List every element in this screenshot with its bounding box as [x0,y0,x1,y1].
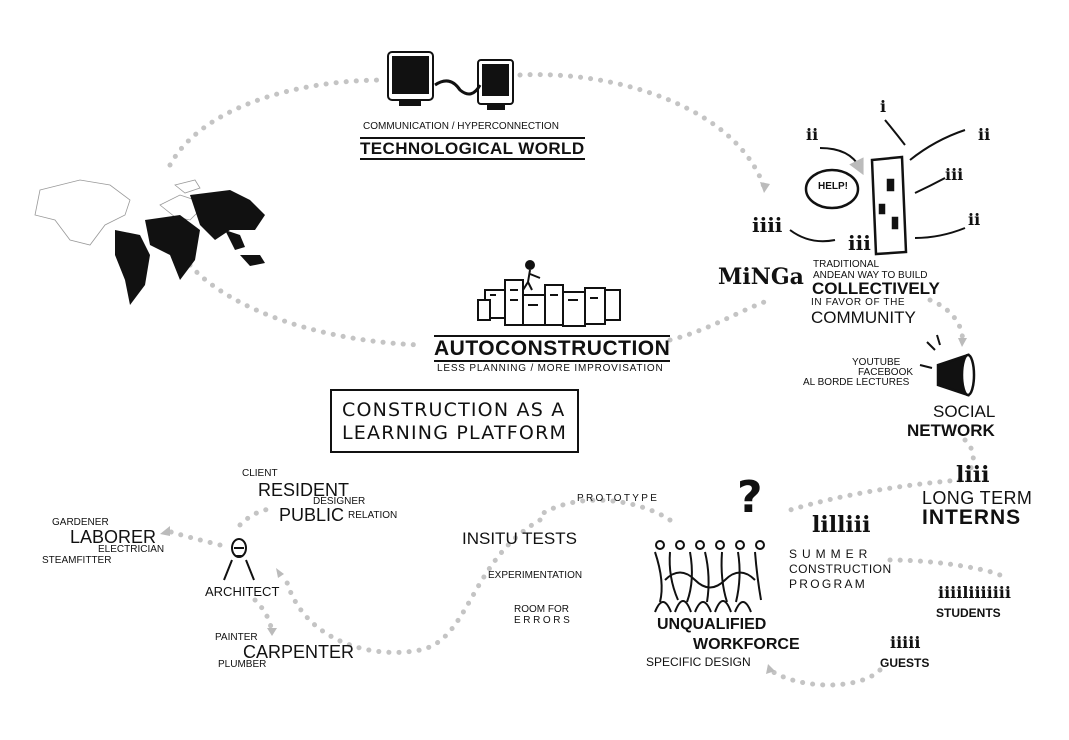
path-architect-to-laborer [162,527,223,548]
autoconstruction-subtitle: LESS PLANNING / MORE IMPROVISATION [437,363,664,374]
steamfitter-label: STEAMFITTER [42,555,112,566]
summer-line1: SUMMER [789,547,873,561]
interns-line2: INTERNS [922,506,1022,529]
path-guests-to-workforce [767,667,883,688]
resident-label: RESIDENT [258,480,350,500]
summer-line2: CONSTRUCTION [789,562,892,576]
center-line2: LEARNING PLATFORM [342,421,568,444]
architect-figure [223,538,255,581]
svg-text:iiiii: iiiii [890,633,920,652]
path-architect-to-resident [237,505,278,528]
path-world-to-auto [187,262,423,348]
arrowhead [276,568,284,578]
center-box: CONSTRUCTION AS A LEARNING PLATFORM [330,389,580,453]
crowd-icon [654,540,765,613]
social-title2: NETWORK [907,421,995,440]
workforce-line1: UNQUALIFIED [657,616,767,633]
minga-community: COMMUNITY [811,308,916,327]
plumber-label: PLUMBER [218,659,267,670]
social-facebook: FACEBOOK [858,367,914,378]
carpenter-label: CARPENTER [243,642,355,662]
question-mark: ? [737,472,763,523]
tech-subtitle: COMMUNICATION / HYPERCONNECTION [363,121,559,132]
workforce-line3: SPECIFIC DESIGN [646,655,751,669]
arrowhead [160,526,170,536]
client-label: CLIENT [242,468,278,479]
path-architect-to-carpenter [252,597,275,635]
path-workforce-to-insitu [537,497,673,523]
autoconstruction-title: AUTOCONSTRUCTION [434,335,671,362]
arrowhead [766,664,775,674]
painter-label: PAINTER [215,632,258,643]
svg-text:iii: iii [945,165,963,184]
path-insitu-to-architect [282,517,543,655]
students-label: STUDENTS [936,606,1001,620]
arrows-to-tower [789,119,966,243]
electrician-label: ELECTRICIAN [98,544,165,555]
arrowhead [760,182,770,193]
relation-label: RELATION [348,510,398,521]
minga-line2: ANDEAN WAY TO BUILD [813,270,928,281]
svg-text:lilliii: lilliii [812,512,871,538]
svg-text:ii: ii [978,125,990,144]
svg-text:i: i [880,97,886,116]
path-summer-to-students [887,557,1003,578]
tower-icon [804,155,908,256]
social-title1: SOCIAL [933,402,996,421]
arrowhead [267,628,277,636]
svg-text:iiii: iiii [752,213,783,237]
path-social-to-interns [962,437,976,473]
minga-line1: TRADITIONAL [813,259,880,270]
svg-text:liii: liii [956,462,989,488]
social-youtube: YOUTUBE [852,357,901,368]
insitu-title: INSITU TESTS [462,529,577,548]
social-lectures: AL BORDE LECTURES [803,377,910,388]
help-bubble-text: HELP! [818,181,848,192]
insitu-room: ROOM FOR [514,604,569,615]
insitu-prototype: PROTOTYPE [577,493,660,504]
architect-label: ARCHITECT [205,584,280,599]
svg-text:ii: ii [806,125,818,144]
insitu-experimentation: EXPERIMENTATION [488,570,583,581]
handshake-computers-icon [387,51,514,110]
people-icon: ii i ii iii ii iiii iii [752,97,990,255]
public-label: PUBLIC [279,505,345,525]
svg-text:iii: iii [848,231,871,255]
insitu-errors: ERRORS [514,615,573,626]
world-map [34,179,265,305]
gardener-label: GARDENER [52,517,109,528]
interns-icon: liii lilliii iiiiliiiiiii iiiii [812,462,1011,652]
minga-line4: IN FAVOR OF THE [811,297,906,308]
path-auto-to-minga [667,297,773,343]
path-minga-to-social [927,297,966,348]
megaphone-icon [919,334,976,397]
designer-label: DESIGNER [313,496,366,507]
laborer-label: LABORER [70,527,157,547]
center-line1: CONSTRUCTION AS A [342,399,566,421]
summer-line3: PROGRAM [789,577,868,591]
tech-title: TECHNOLOGICAL WORLD [360,137,585,160]
minga-collectively: COLLECTIVELY [812,279,940,298]
path-world-to-tech [167,77,388,168]
guests-label: GUESTS [880,656,930,670]
arrowhead [958,338,967,347]
buildings-icon [477,260,621,327]
workforce-line2: WORKFORCE [693,636,800,653]
svg-text:iiiiliiiiiii: iiiiliiiiiii [938,583,1011,602]
interns-line1: LONG TERM [922,488,1033,508]
svg-text:ii: ii [968,210,980,229]
path-tech-to-minga [517,72,768,193]
path-interns-to-workforce [787,477,963,513]
minga-logo: MiNGa [718,264,804,290]
